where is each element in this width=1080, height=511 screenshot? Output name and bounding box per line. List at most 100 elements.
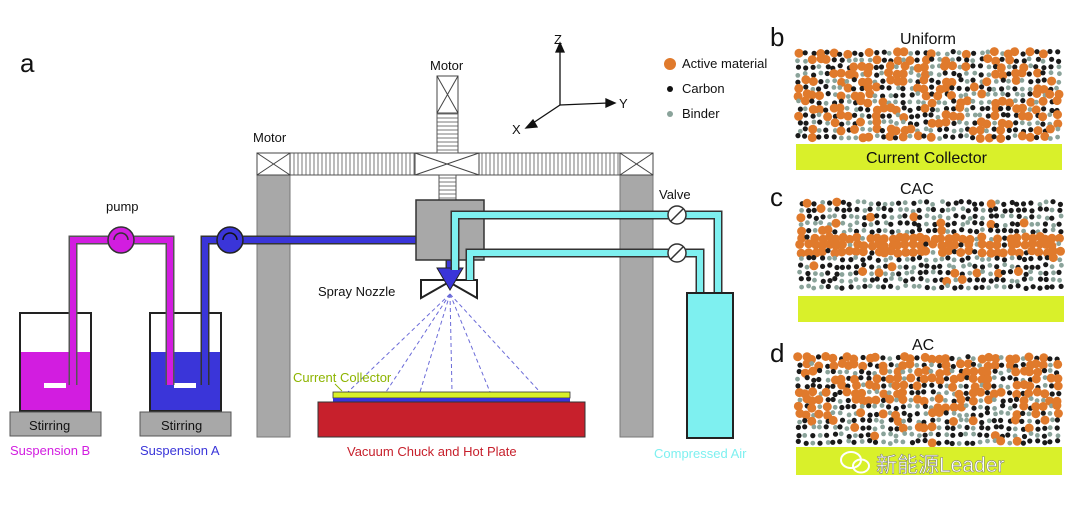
binder-particle [928,127,934,133]
carbon-particle [922,403,929,409]
carbon-particle [945,255,951,261]
active-particle [1040,415,1050,425]
active-particle [872,124,882,134]
carbon-particle [806,208,812,214]
carbon-particle [970,361,977,367]
binder-particle [970,356,976,362]
active-particle [899,47,909,57]
binder-particle [1056,79,1062,85]
binder-particle [902,431,908,436]
binder-particle [915,91,921,96]
carbon-particle [816,100,822,106]
stirring-b-label: Stirring [29,418,70,433]
carbon-particle [889,229,895,235]
binder-particle [1014,91,1020,97]
carbon-particle [852,112,858,118]
carbon-particle [872,439,879,445]
carbon-particle [888,283,894,289]
active-particle [977,89,987,99]
carbon-particle [980,277,987,283]
carbon-particle [901,105,907,111]
binder-particle [872,403,877,409]
active-particle [996,125,1006,135]
active-particle [977,239,987,249]
carbon-particle [832,391,838,398]
carbon-particle [910,256,916,262]
binder-particle [817,419,823,425]
carbon-particle [846,201,852,207]
active-particle [1052,96,1062,106]
active-particle [947,77,957,87]
carbon-particle [943,106,950,112]
binder-particle [933,257,938,263]
binder-particle [970,425,976,431]
binder-particle [869,271,874,277]
carbon-particle [830,368,836,375]
binder-particle [977,439,983,445]
binder-particle [1006,64,1012,70]
suspension-a-liquid [151,352,220,410]
binder-particle [980,50,985,56]
carbon-particle [1056,269,1062,275]
carbon-particle [970,77,976,83]
carbon-particle [881,213,887,219]
carbon-particle [943,376,950,382]
binder-particle [860,236,865,241]
carbon-particle [994,255,1000,261]
carbon-particle [1047,356,1053,362]
binder-particle [991,375,997,380]
active-particle [984,395,994,405]
active-particle [800,96,810,106]
active-particle [972,268,982,278]
binder-particle [966,285,971,291]
binder-particle [911,265,917,270]
binder-particle [848,213,854,219]
panel-label-a: a [20,48,35,78]
carbon-particle [1005,432,1011,438]
active-particle [879,389,889,399]
carbon-particle [1007,397,1014,403]
binder-particle [951,206,956,212]
carbon-particle [965,354,971,360]
carbon-particle [874,50,880,56]
active-particle [1053,119,1063,129]
carbon-particle [921,133,927,139]
carbon-particle [1030,229,1036,235]
binder-particle [1051,223,1056,228]
binder-particle [1038,270,1043,276]
binder-particle [880,424,885,430]
carbon-particle [1035,438,1041,444]
active-particle [893,248,903,258]
binder-particle [1009,264,1015,269]
binder-particle [998,355,1004,360]
active-particle [986,219,996,229]
carbon-particle [825,91,831,97]
electrode-uniform [793,47,1064,143]
binder-particle [957,64,963,70]
carbon-particle [803,65,809,71]
carbon-particle [958,431,964,438]
binder-particle [802,71,808,76]
carbon-particle [827,200,833,206]
active-particle [794,83,804,93]
carbon-particle [930,417,936,423]
carbon-particle [964,440,970,446]
carbon-particle [993,206,999,212]
active-particle [1031,402,1041,412]
carbon-particle [970,440,976,446]
binder-particle [964,107,970,113]
carbon-particle [1008,228,1014,234]
binder-particle [1013,98,1018,104]
carbon-particle [999,86,1005,92]
carbon-particle [796,433,802,439]
active-particle [821,352,831,361]
uniform-collector-label: Current Collector [866,150,988,167]
active-particle [921,366,931,375]
active-particle [928,408,937,418]
active-particle [831,234,841,244]
carbon-particle [951,120,957,126]
carbon-particle [907,412,913,418]
binder-particle [1042,383,1048,388]
active-particle [870,352,880,362]
active-particle [940,61,949,71]
